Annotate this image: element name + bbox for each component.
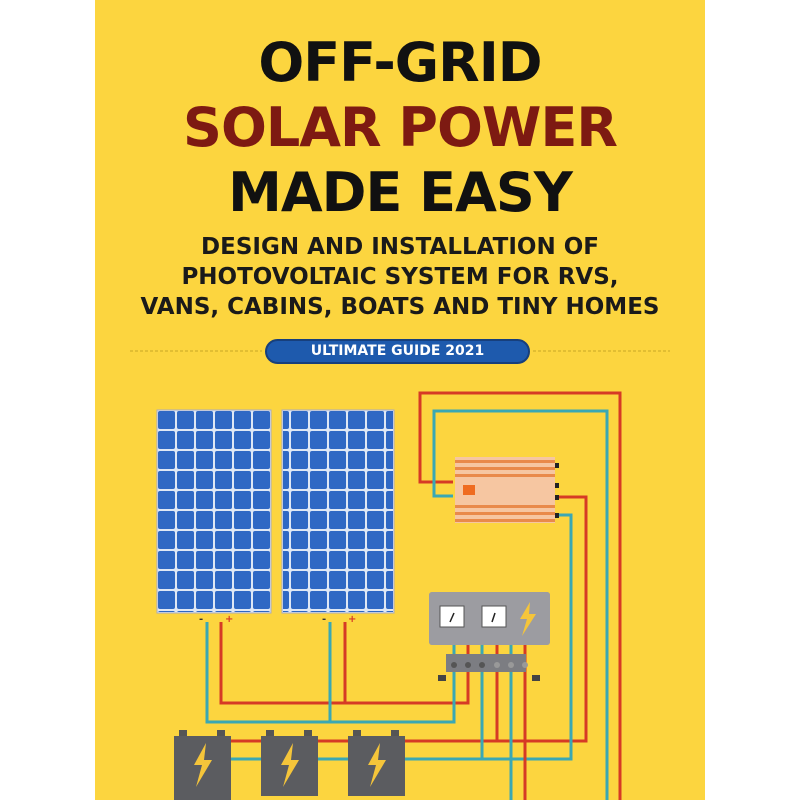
solar-panel-icon: [156, 409, 272, 614]
subtitle-line-2: PHOTOVOLTAIC SYSTEM FOR RVS,: [181, 264, 619, 290]
lightning-icon: [520, 602, 536, 636]
lightning-icon: [368, 743, 386, 787]
cover-background: [95, 0, 705, 800]
inverter-icon: [455, 457, 559, 523]
panel-plus-label: +: [348, 614, 356, 625]
subtitle-line-1: DESIGN AND INSTALLATION OF: [201, 234, 599, 260]
title-line-3: MADE EASY: [228, 161, 573, 224]
panel-minus-label: -: [199, 614, 203, 625]
title-line-2: SOLAR POWER: [183, 96, 618, 159]
solar-panel-icon: [281, 409, 395, 614]
battery-icon: [261, 730, 318, 796]
ultimate-guide-badge: ULTIMATE GUIDE 2021: [265, 339, 530, 364]
charge-controller-icon: [429, 592, 550, 681]
panel-plus-label: +: [225, 614, 233, 625]
title-line-1: OFF-GRID: [258, 31, 542, 94]
panel-minus-label: -: [322, 614, 326, 625]
battery-icon: [174, 730, 231, 796]
lightning-icon: [281, 743, 299, 787]
lightning-icon: [194, 743, 212, 787]
subtitle-line-3: VANS, CABINS, BOATS AND TINY HOMES: [140, 294, 660, 320]
battery-icon: [348, 730, 405, 796]
